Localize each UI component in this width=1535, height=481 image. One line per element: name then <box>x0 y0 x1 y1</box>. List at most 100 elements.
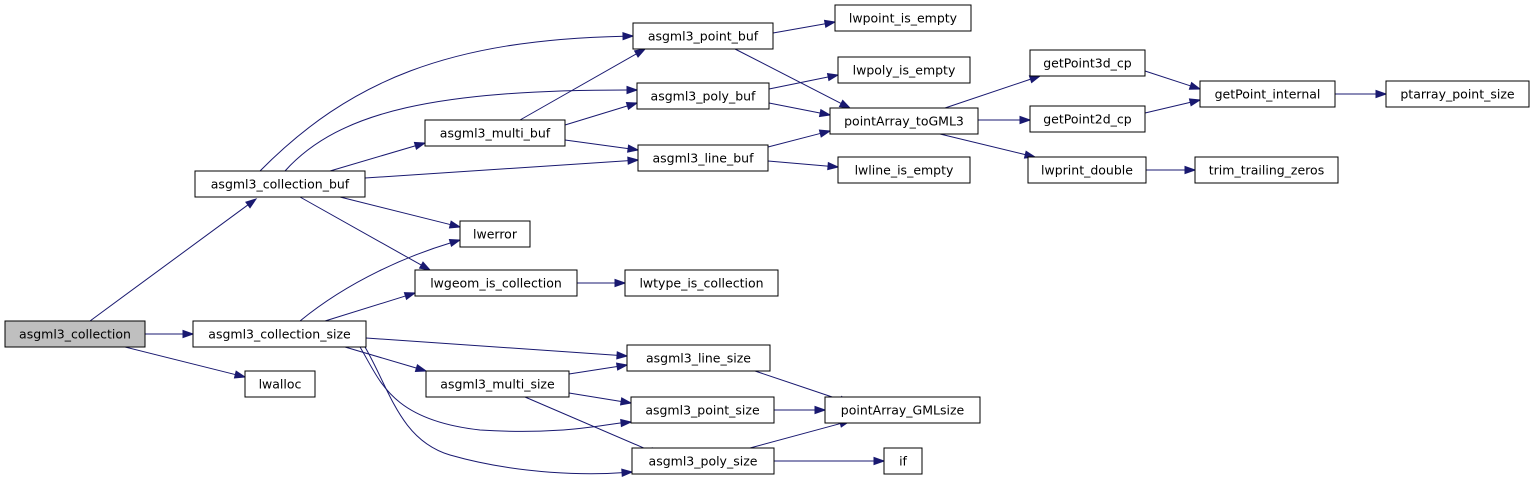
node-box <box>1027 156 1147 184</box>
node-lwerror[interactable]: lwerror <box>459 220 531 248</box>
edge-pointArray_toGML3-to-lwprint_double <box>939 133 1037 159</box>
node-lwprint-double[interactable]: lwprint_double <box>1027 156 1147 184</box>
edge-asgml3_collection_size-to-lwerror <box>299 238 462 322</box>
edge-line <box>284 89 629 172</box>
node-label: lwerror <box>473 227 518 242</box>
arrowhead-icon <box>622 32 635 41</box>
node-box <box>414 269 578 297</box>
node-lwpoly-is-empty[interactable]: lwpoly_is_empty <box>837 56 971 84</box>
node-asgml3-poly-buf[interactable]: asgml3_poly_buf <box>636 82 770 110</box>
node-lwline-is-empty[interactable]: lwline_is_empty <box>837 156 971 184</box>
node-label: asgml3_point_size <box>645 403 760 418</box>
node-lwtype-is-collection[interactable]: lwtype_is_collection <box>624 269 779 297</box>
edge-asgml3_multi_size-to-asgml3_line_size <box>568 362 629 375</box>
arrowhead-icon <box>627 156 640 165</box>
edge-line <box>568 392 623 403</box>
node-ptarray-point-size[interactable]: ptarray_point_size <box>1385 80 1530 108</box>
edge-line <box>329 145 417 172</box>
node-box <box>834 4 972 32</box>
edge-line <box>89 203 249 322</box>
node-asgml3-poly-size[interactable]: asgml3_poly_size <box>631 447 775 475</box>
node-getPoint2d-cp[interactable]: getPoint2d_cp <box>1029 105 1146 133</box>
node-getPoint3d-cp[interactable]: getPoint3d_cp <box>1029 49 1146 77</box>
arrowhead-icon <box>616 351 629 360</box>
arrowhead-icon <box>448 238 462 248</box>
edge-line <box>1144 101 1192 114</box>
edge-line <box>568 365 619 375</box>
edge-asgml3_collection_size-to-asgml3_multi_size <box>344 346 428 373</box>
node-label: getPoint2d_cp <box>1043 112 1132 127</box>
edge-asgml3_collection_buf-to-asgml3_poly_buf <box>284 85 639 172</box>
edge-asgml3_line_buf-to-lwline_is_empty <box>767 160 840 171</box>
node-asgml3-line-buf[interactable]: asgml3_line_buf <box>637 144 769 172</box>
node-asgml3-collection[interactable]: asgml3_collection <box>4 320 146 348</box>
edge-lwprint_double-to-trim_trailing_zeros <box>1146 165 1197 175</box>
arrowhead-icon <box>614 278 627 288</box>
node-label: getPoint_internal <box>1215 87 1321 102</box>
node-label: asgml3_line_buf <box>652 151 754 166</box>
edge-line <box>364 160 630 179</box>
edge-line <box>299 196 423 267</box>
node-box <box>829 107 979 135</box>
node-asgml3-multi-buf[interactable]: asgml3_multi_buf <box>424 119 566 147</box>
node-lwgeom-is-collection[interactable]: lwgeom_is_collection <box>414 269 578 297</box>
edge-line <box>944 78 1032 109</box>
node-box <box>626 344 771 372</box>
node-label: asgml3_collection_buf <box>211 177 350 192</box>
arrowhead-icon <box>818 129 832 138</box>
node-label: pointArray_toGML3 <box>844 114 964 129</box>
edge-asgml3_poly_buf-to-lwpoly_is_empty <box>768 72 840 90</box>
node-lwpoint-is-empty[interactable]: lwpoint_is_empty <box>834 4 972 32</box>
arrowhead-icon <box>626 85 639 95</box>
node-label: asgml3_collection_size <box>208 327 351 342</box>
edge-line <box>734 48 843 105</box>
edge-asgml3_collection-to-asgml3_collection_size <box>145 329 195 339</box>
edge-asgml3_collection_buf-to-asgml3_multi_buf <box>329 141 427 172</box>
arrowhead-icon <box>418 261 432 271</box>
edge-line <box>767 132 822 148</box>
arrowhead-icon <box>233 370 247 379</box>
arrowhead-icon <box>1188 81 1202 90</box>
node-box <box>883 447 923 475</box>
node-label: trim_trailing_zeros <box>1209 163 1324 178</box>
node-pointArray-GMLsize[interactable]: pointArray_GMLsize <box>824 396 981 424</box>
edge-getPoint2d_cp-to-getPoint_internal <box>1144 98 1202 114</box>
node-asgml3-multi-size[interactable]: asgml3_multi_size <box>425 370 570 398</box>
node-label: lwalloc <box>259 377 302 392</box>
node-box <box>459 220 531 248</box>
node-lwalloc[interactable]: lwalloc <box>244 370 316 398</box>
edge-asgml3_multi_buf-to-asgml3_poly_buf <box>564 102 639 126</box>
node-label: asgml3_collection <box>19 327 131 342</box>
edge-line <box>364 346 624 475</box>
edge-asgml3_point_size-to-pointArray_GMLsize <box>774 405 827 415</box>
node-asgml3-collection-buf[interactable]: asgml3_collection_buf <box>194 170 366 198</box>
node-label: lwprint_double <box>1041 163 1133 178</box>
node-pointArray-toGML3[interactable]: pointArray_toGML3 <box>829 107 979 135</box>
node-asgml3-line-size[interactable]: asgml3_line_size <box>626 344 771 372</box>
node-asgml3-collection-size[interactable]: asgml3_collection_size <box>192 320 367 348</box>
arrowhead-icon <box>826 72 840 82</box>
node-box <box>631 447 775 475</box>
arrowhead-icon <box>620 418 633 428</box>
node-if[interactable]: if <box>883 447 923 475</box>
node-label: asgml3_multi_buf <box>440 126 551 141</box>
node-getPoint-internal[interactable]: getPoint_internal <box>1199 80 1336 108</box>
arrowhead-icon <box>1184 165 1197 175</box>
edge-line <box>339 196 452 226</box>
node-box <box>1385 80 1530 108</box>
arrowhead-icon <box>413 141 427 151</box>
node-box <box>4 320 146 348</box>
node-trim-trailing-zeros[interactable]: trim_trailing_zeros <box>1194 156 1339 184</box>
node-label: lwtype_is_collection <box>639 276 763 291</box>
arrowhead-icon <box>1375 89 1388 99</box>
edge-line <box>754 370 842 401</box>
node-asgml3-point-buf[interactable]: asgml3_point_buf <box>632 22 774 50</box>
node-box <box>632 22 774 50</box>
node-box <box>636 82 770 110</box>
node-asgml3-point-size[interactable]: asgml3_point_size <box>630 396 775 424</box>
edge-asgml3_poly_buf-to-pointArray_toGML3 <box>768 102 832 118</box>
node-box <box>637 144 769 172</box>
edge-line <box>767 160 830 167</box>
edge-asgml3_collection_size-to-asgml3_line_size <box>365 337 629 360</box>
edge-line <box>1144 70 1192 87</box>
